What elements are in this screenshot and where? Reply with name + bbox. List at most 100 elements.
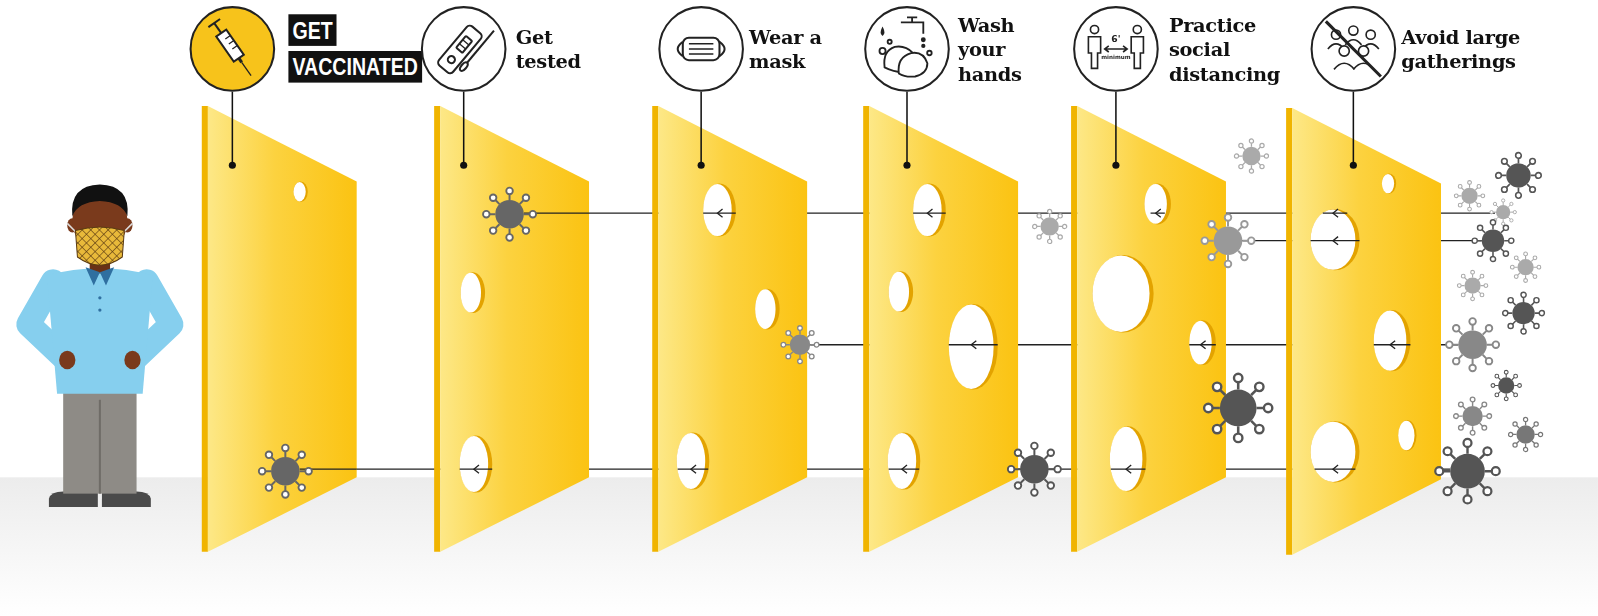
icon-circle xyxy=(865,7,949,91)
hole xyxy=(755,289,775,329)
virus xyxy=(259,445,312,498)
hole xyxy=(703,184,732,236)
person-shoulders xyxy=(1334,63,1354,69)
bubble xyxy=(927,51,931,55)
syringe-part xyxy=(208,19,220,27)
viruses xyxy=(259,139,1545,503)
icon-circle xyxy=(659,7,743,91)
icon-label: minimum xyxy=(1101,55,1130,61)
hand xyxy=(59,351,75,369)
person-head xyxy=(1331,30,1340,39)
hand-shape xyxy=(884,47,916,72)
virus xyxy=(1491,370,1521,400)
hole-wall xyxy=(889,271,913,312)
virus xyxy=(1454,397,1492,435)
test-window xyxy=(456,36,472,53)
step-node: Wash your hands xyxy=(864,6,950,92)
icon-circle xyxy=(422,7,506,91)
leader-dot xyxy=(1350,162,1357,169)
icon-circle xyxy=(1074,7,1158,91)
hole xyxy=(1374,311,1407,371)
icon-circle-shape xyxy=(658,6,744,92)
step-label: Wash your hands xyxy=(958,13,1022,84)
hand-shape xyxy=(899,53,928,77)
arm xyxy=(135,281,172,359)
hole xyxy=(294,182,306,201)
prohibition-slash xyxy=(1326,21,1381,76)
icon-circle-shape xyxy=(1073,6,1159,92)
path-line xyxy=(810,344,1458,345)
icon-circle-shape xyxy=(864,6,950,92)
ear xyxy=(122,218,132,232)
cheese-slice xyxy=(434,106,589,552)
head xyxy=(72,189,127,252)
hole xyxy=(949,304,994,389)
chevron xyxy=(717,209,1338,217)
hole xyxy=(889,272,909,312)
person-head xyxy=(1090,25,1098,33)
chevron xyxy=(971,341,1395,349)
leader-lines xyxy=(229,92,1357,169)
hole-wall xyxy=(1311,421,1360,482)
person-head xyxy=(1349,26,1358,35)
face-mask xyxy=(75,227,124,265)
test-lines xyxy=(459,40,469,49)
hole xyxy=(1311,210,1356,270)
slice-face xyxy=(1077,106,1226,552)
cheese-slice xyxy=(1071,106,1226,552)
virus xyxy=(1472,220,1514,262)
virus xyxy=(1510,252,1540,282)
path-segment xyxy=(300,468,1356,469)
swab-icon xyxy=(459,29,496,72)
hole-wall xyxy=(1398,420,1416,451)
button xyxy=(98,308,101,311)
hole xyxy=(1110,427,1143,491)
icon-circle-shape xyxy=(190,6,276,92)
step-node: Wear a mask xyxy=(658,6,744,92)
drop xyxy=(882,29,884,35)
virus xyxy=(1204,374,1272,442)
slice-edge xyxy=(1286,108,1292,555)
icon-circle xyxy=(1312,7,1396,91)
handwash-icon xyxy=(879,17,931,76)
syringe-icon xyxy=(208,19,257,80)
cheese-slice xyxy=(652,106,807,552)
syringe-part xyxy=(239,58,242,62)
person-head xyxy=(1133,25,1141,33)
person-figure xyxy=(29,185,172,507)
path-line xyxy=(524,212,1495,213)
person-head xyxy=(1366,30,1375,39)
cheese-slice xyxy=(202,106,357,552)
slice-face xyxy=(869,106,1018,552)
hole-wall xyxy=(888,432,921,489)
leader-dot xyxy=(903,162,910,169)
virus xyxy=(1509,417,1543,451)
syringe-part xyxy=(214,23,221,33)
arm xyxy=(29,281,66,359)
step-node: Avoid large gatherings xyxy=(1311,6,1397,92)
hole-wall xyxy=(949,304,998,390)
hole-wall xyxy=(1189,320,1215,365)
slice-face xyxy=(1292,108,1441,555)
hole-wall xyxy=(677,432,710,489)
mask-body xyxy=(683,38,720,60)
trousers xyxy=(63,383,136,493)
gathering-icon xyxy=(1326,21,1381,76)
hole-wall xyxy=(1092,255,1153,333)
virus xyxy=(781,326,819,364)
mask-loops xyxy=(678,42,725,56)
hole-wall xyxy=(1311,209,1360,270)
leader-line xyxy=(232,92,1353,165)
syringe-part xyxy=(242,62,251,75)
icon-circle-shape xyxy=(421,6,507,92)
hole xyxy=(677,433,706,489)
hair xyxy=(72,185,128,217)
icon-circle-shape xyxy=(1311,6,1397,92)
swab-tip xyxy=(459,61,469,72)
hole xyxy=(1382,174,1394,193)
mask-icon xyxy=(678,38,725,60)
test-kit-icon xyxy=(437,24,484,75)
